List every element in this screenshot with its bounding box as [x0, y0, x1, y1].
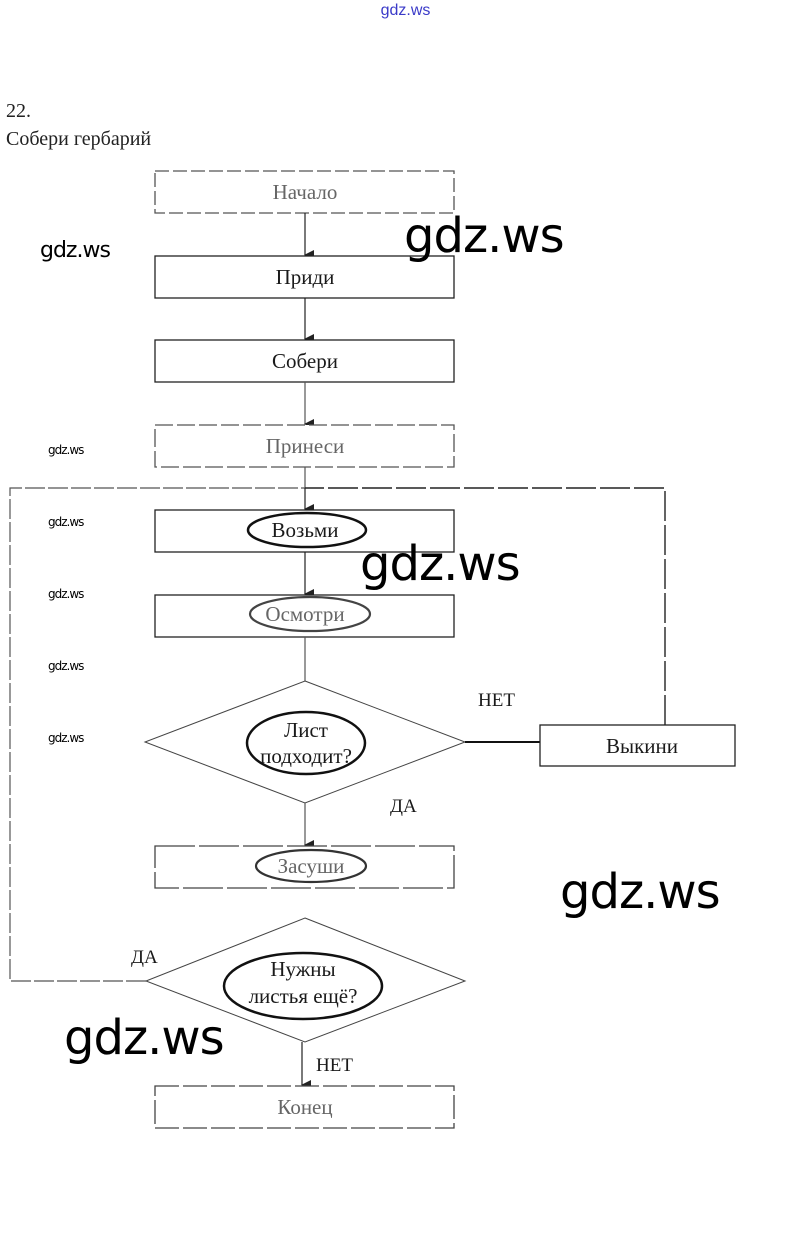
node-inspect-label: Осмотри — [265, 602, 344, 626]
decision-need-more: Нужны листья ещё? — [144, 917, 467, 1043]
node-discard-label: Выкини — [606, 734, 678, 758]
node-collect-label: Собери — [272, 349, 338, 373]
node-bring-label: Принеси — [266, 434, 345, 458]
node-come-label: Приди — [276, 265, 335, 289]
watermark-big-4: gdz.ws — [64, 1010, 225, 1066]
decision-leaf-fits: Лист подходит? — [143, 680, 467, 804]
edge-label-yes-2: ДА — [131, 947, 158, 968]
node-bring: Принеси — [154, 424, 455, 468]
node-inspect: Осмотри — [154, 594, 455, 638]
loop-left-return — [9, 487, 305, 982]
edge-label-yes-1: ДА — [390, 796, 417, 817]
watermark-big-2: gdz.ws — [360, 536, 521, 592]
node-start: Начало — [154, 170, 455, 214]
top-watermark: gdz.ws — [380, 2, 431, 19]
node-dry: Засуши — [154, 845, 455, 889]
watermark-small-4: gdz.ws — [48, 659, 84, 673]
edge-label-no-2: НЕТ — [316, 1055, 353, 1076]
decision-leaf-fits-line1: Лист — [284, 718, 328, 742]
node-take-label: Возьми — [272, 518, 339, 542]
decision-need-more-line1: Нужны — [270, 957, 335, 981]
decision-need-more-line2: листья ещё? — [249, 984, 358, 1008]
node-collect: Собери — [154, 339, 455, 383]
watermark-big-3: gdz.ws — [560, 864, 721, 920]
loop-right-return — [305, 487, 666, 725]
watermark-small-1: gdz.ws — [48, 443, 84, 457]
watermark-small-3: gdz.ws — [48, 587, 84, 601]
task-title: Собери гербарий — [6, 128, 152, 150]
node-dry-label: Засуши — [278, 854, 345, 878]
watermark-left-mid: gdz.ws — [40, 238, 111, 263]
node-end-label: Конец — [277, 1095, 332, 1119]
edge-label-no-1: НЕТ — [478, 690, 515, 711]
node-end: Конец — [154, 1085, 455, 1129]
watermark-small-5: gdz.ws — [48, 731, 84, 745]
watermark-big-1: gdz.ws — [404, 208, 565, 264]
node-discard: Выкини — [539, 724, 736, 767]
task-number: 22. — [6, 100, 31, 122]
node-start-label: Начало — [273, 180, 338, 204]
decision-leaf-fits-line2: подходит? — [260, 744, 352, 768]
watermark-small-2: gdz.ws — [48, 515, 84, 529]
